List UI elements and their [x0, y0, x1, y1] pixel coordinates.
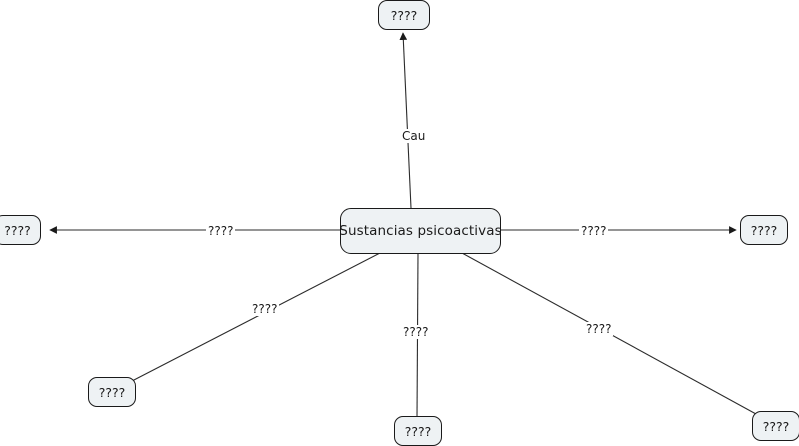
node-center-label: Sustancias psicoactivas — [339, 223, 502, 239]
node-left-label: ???? — [4, 222, 31, 238]
node-top-label: ???? — [390, 7, 418, 23]
node-center[interactable]: Sustancias psicoactivas — [339, 208, 502, 254]
edge-label-left: ???? — [206, 224, 236, 238]
node-right-label: ???? — [750, 222, 778, 238]
edge-label-bottom-left: ???? — [250, 302, 280, 316]
edge-label-bottom-right: ???? — [584, 322, 614, 336]
node-top[interactable]: ???? — [378, 0, 430, 30]
edge-line-top — [399, 32, 412, 209]
node-bottom-right[interactable]: ???? — [752, 411, 799, 441]
edge-label-top: Cau — [400, 129, 428, 143]
node-bottom-right-label: ???? — [762, 418, 790, 434]
node-bottom-center[interactable]: ???? — [394, 416, 442, 446]
node-left[interactable]: ???? — [0, 215, 41, 245]
node-bottom-left[interactable]: ???? — [88, 377, 136, 407]
edge-label-right: ???? — [579, 224, 609, 238]
edge-line-bottom-left — [131, 252, 381, 382]
node-bottom-left-label: ???? — [98, 384, 126, 400]
node-bottom-center-label: ???? — [404, 423, 432, 439]
edge-label-bottom-center: ???? — [401, 325, 431, 339]
node-right[interactable]: ???? — [740, 215, 788, 245]
